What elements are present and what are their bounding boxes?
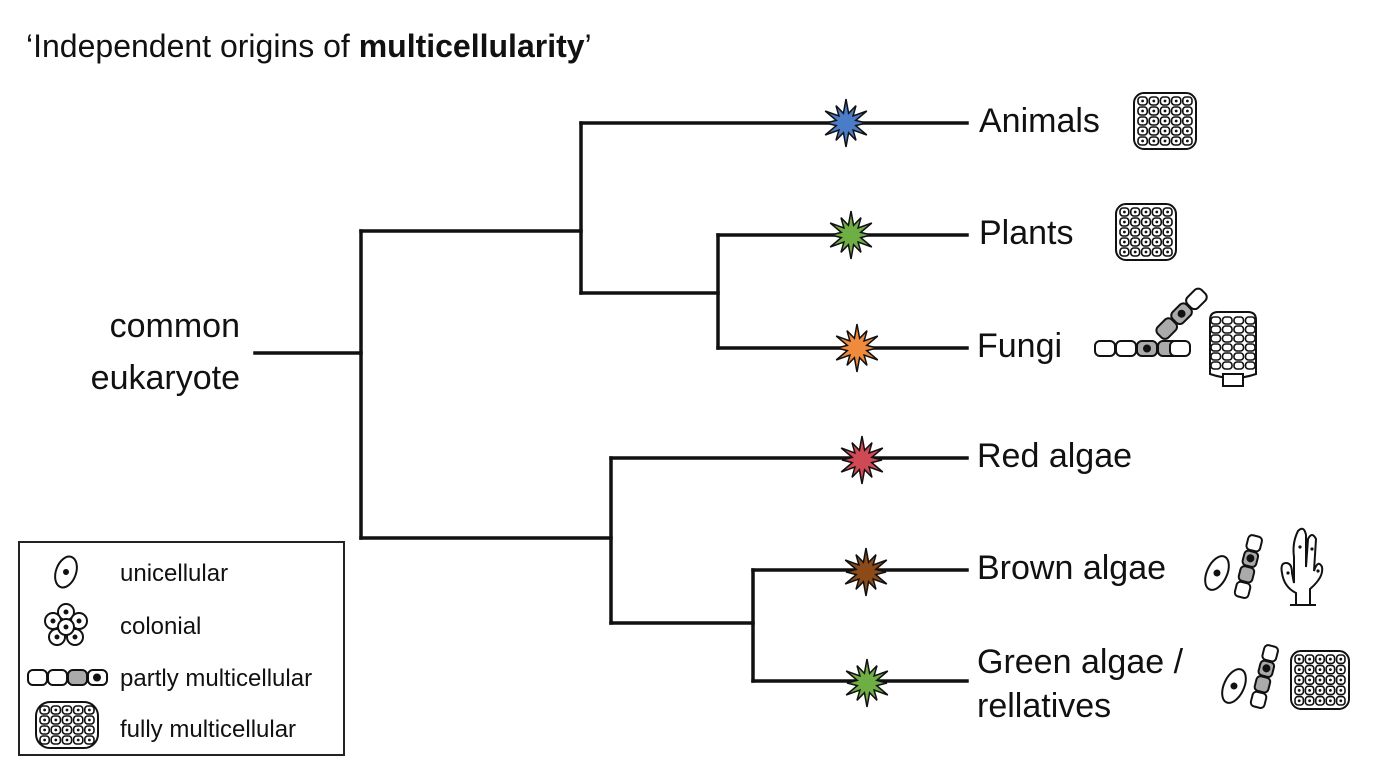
brown-algae-branched-thallus-icon — [1280, 527, 1324, 606]
plants-fully-multicellular-icon — [1115, 203, 1177, 261]
legend-unicellular-icon — [54, 555, 78, 589]
title-prefix: ‘Independent origins of — [26, 28, 359, 64]
legend-fully-multicellular-icon — [35, 701, 99, 749]
legend — [18, 541, 345, 756]
leaf-label-plants: Plants — [979, 214, 1074, 252]
green-algae-fully-multicellular-icon — [1290, 650, 1350, 710]
green-algae-partly-multicellular-icon — [1249, 644, 1279, 709]
red-algae-origin-star — [840, 435, 884, 485]
animals-fully-multicellular-icon — [1133, 92, 1197, 150]
leaf-label-animals: Animals — [979, 102, 1100, 140]
legend-label-colonial: colonial — [120, 613, 202, 640]
root-label-line2: eukaryote — [90, 359, 240, 397]
leaf-label-brown-algae: Brown algae — [977, 549, 1167, 587]
fungi-partly-multicellular-icon — [1094, 287, 1208, 357]
title-suffix: ’ — [584, 28, 592, 64]
tree-branches — [253, 121, 969, 683]
brown-algae-partly-multicellular-icon — [1233, 534, 1263, 599]
plants-origin-star — [829, 210, 873, 260]
legend-colonial-icon — [44, 603, 88, 646]
brown-algae-unicellular-icon — [1204, 555, 1230, 591]
green-algae-unicellular-icon — [1221, 668, 1247, 704]
leaf-label-red-algae: Red algae — [977, 437, 1133, 475]
animals-origin-star — [824, 98, 868, 148]
legend-label-fully-multicellular: fully multicellular — [120, 716, 297, 743]
origin-markers — [824, 98, 889, 708]
legend-partly-multicellular-icon — [27, 669, 108, 686]
leaf-label-fungi: Fungi — [977, 327, 1063, 365]
title-bold: multicellularity — [358, 28, 585, 64]
legend-label-partly-multicellular: partly multicellular — [120, 665, 313, 692]
fungi-origin-star — [835, 323, 879, 373]
legend-label-unicellular: unicellular — [120, 560, 229, 587]
leaf-label-green-algae-line2: rellatives — [977, 687, 1112, 725]
leaf-label-green-algae: Green algae / — [977, 643, 1184, 681]
root-label-line1: common — [109, 307, 240, 345]
diagram-title: ‘Independent origins of multicellularity… — [26, 28, 592, 65]
green-algae-origin-star — [845, 658, 889, 708]
brown-algae-origin-star — [844, 547, 888, 597]
fungi-fruiting-body-icon — [1209, 311, 1257, 387]
root-label: common eukaryote — [10, 300, 240, 404]
